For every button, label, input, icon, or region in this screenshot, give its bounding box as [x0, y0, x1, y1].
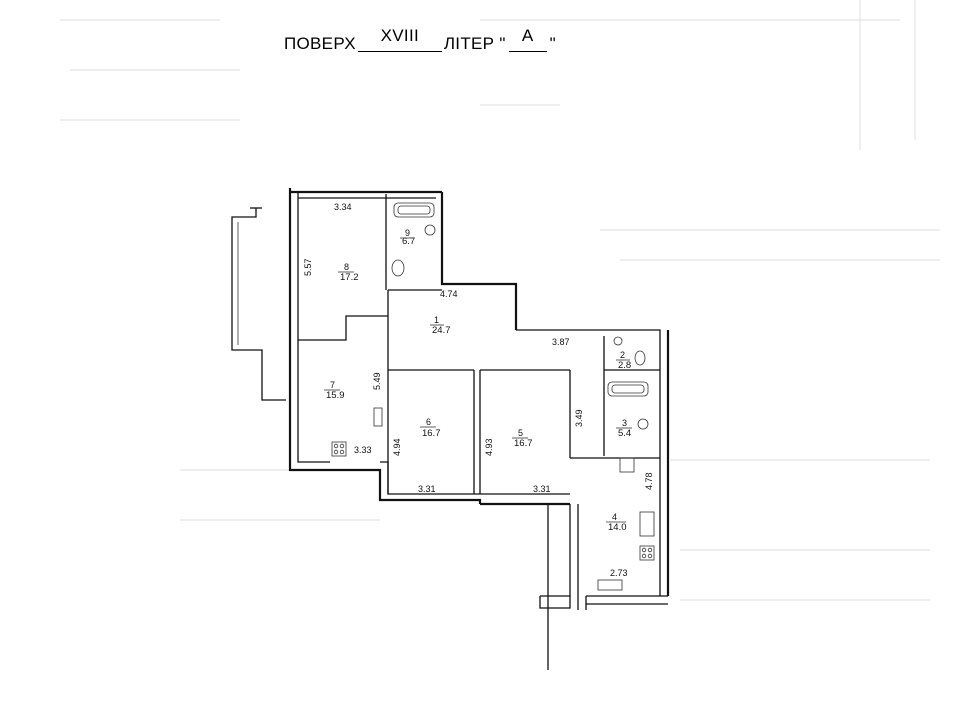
dimension-label: 5.57 [303, 258, 313, 276]
radiator-icon [373, 407, 383, 427]
dimension-label: 3.87 [552, 337, 570, 347]
dimension-label: 3.34 [334, 202, 352, 212]
dimension-label: 2.73 [610, 568, 628, 578]
stove-icon [639, 545, 655, 561]
plan-header: ПОВЕРХ XVIII ЛІТЕР " А " [284, 27, 557, 54]
scan-background-artifacts [60, 0, 940, 601]
letter-close-quote: " [549, 34, 557, 53]
room-area: 17.2 [340, 272, 359, 283]
room-labels: 1 24.7 2 2.8 3 5.4 4 14.0 5 16.7 6 16.7 … [324, 228, 632, 533]
dimension-label: 3.33 [354, 445, 372, 455]
room-area: 6.7 [402, 236, 415, 247]
letter-value: А [521, 26, 534, 45]
room-area: 5.4 [618, 428, 631, 439]
room-area: 24.7 [432, 325, 451, 336]
room-area: 16.7 [422, 428, 441, 439]
letter-open-quote: " [499, 34, 506, 53]
interior-walls [298, 194, 660, 670]
dimension-label: 3.31 [418, 484, 436, 494]
room-number: 9 [405, 228, 410, 238]
toilet-icon [391, 259, 405, 277]
room-area: 2.8 [618, 360, 631, 371]
floor-value: XVIII [380, 26, 420, 45]
floor-value-field: XVIII [357, 27, 442, 52]
radiator-icon [597, 579, 623, 591]
room-number: 3 [622, 418, 627, 428]
kitchen-sink-icon [639, 511, 655, 537]
dimension-label: 4.93 [484, 438, 494, 456]
sink-icon [613, 336, 623, 346]
dimension-label: 4.74 [440, 289, 458, 299]
toilet-icon [634, 350, 646, 366]
room-number: 7 [330, 380, 335, 390]
room-number: 2 [620, 350, 625, 360]
letter-value-field: А [508, 27, 547, 52]
room-number: 6 [426, 417, 431, 427]
dimension-labels: 3.34 5.57 4.74 3.87 5.49 3.49 3.33 4.94 … [303, 202, 654, 578]
dimension-label: 5.49 [372, 372, 382, 390]
balcony [231, 207, 286, 401]
sink-icon [424, 224, 436, 236]
room-number: 8 [344, 262, 349, 272]
room-area: 16.7 [514, 438, 533, 449]
room-number: 4 [612, 512, 617, 522]
ventilation-shaft [619, 457, 635, 473]
floor-label: ПОВЕРХ [284, 34, 356, 53]
room-area: 15.9 [326, 390, 345, 401]
dimension-label: 3.31 [533, 484, 551, 494]
room-number: 5 [518, 428, 523, 438]
dimension-label: 4.94 [392, 438, 402, 456]
stove-icon [331, 441, 347, 457]
dimension-label: 4.78 [644, 472, 654, 490]
room-number: 1 [434, 315, 439, 325]
dimension-label: 3.49 [574, 409, 584, 427]
letter-label: ЛІТЕР [443, 34, 495, 53]
room-area: 14.0 [608, 522, 627, 533]
bathtub-icon [607, 381, 649, 397]
exterior-walls [288, 188, 670, 610]
bathtub-icon [393, 202, 435, 218]
sink-icon [637, 418, 649, 430]
fixtures [331, 202, 655, 591]
